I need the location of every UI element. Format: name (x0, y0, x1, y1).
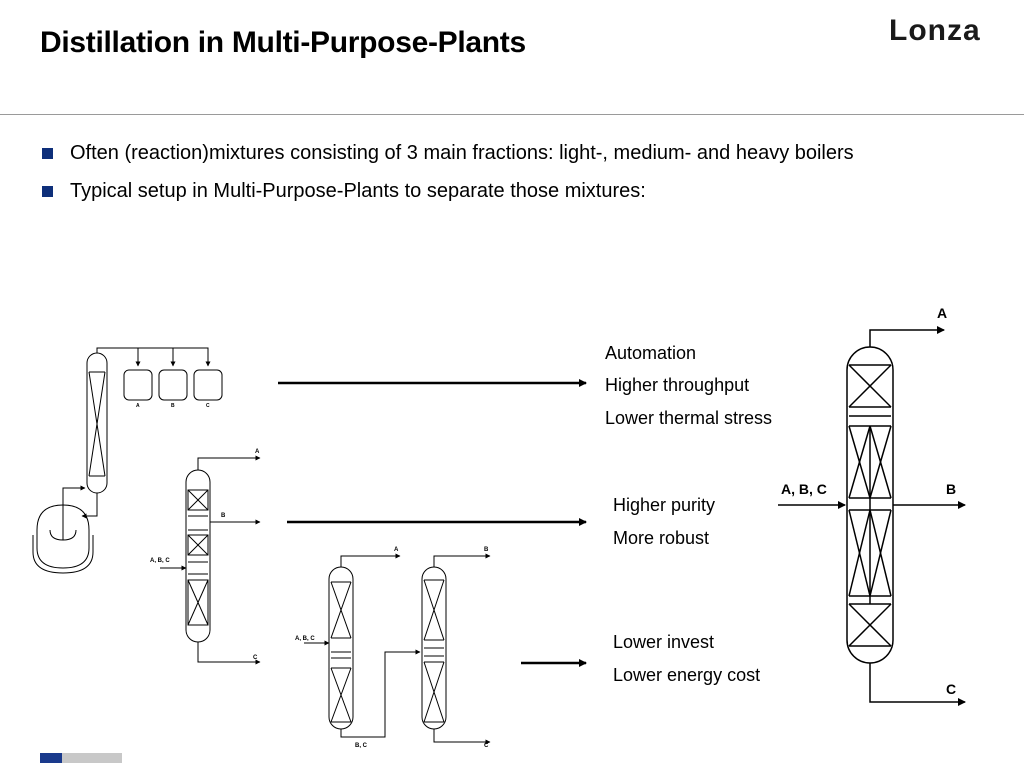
column2-bottom-label-c: C (253, 655, 258, 661)
continuous-column-setup (160, 455, 261, 665)
benefit-lower-energy-cost: Lower energy cost (613, 665, 761, 685)
benefit-higher-purity: Higher purity (613, 495, 716, 515)
bullet-square-icon (42, 148, 53, 159)
column2-side-label-b: B (221, 513, 226, 519)
batch-distillation-setup (32, 347, 223, 574)
footer-bar-dark (40, 753, 62, 763)
bullet-square-icon (42, 186, 53, 197)
dwc-bottom-label-c: C (946, 681, 956, 697)
page-title: Distillation in Multi-Purpose-Plants (40, 26, 526, 59)
column2-feed-label-abc: A, B, C (150, 558, 170, 564)
bullet-item: Typical setup in Multi-Purpose-Plants to… (40, 177, 854, 215)
benefit-automation: Automation (605, 343, 697, 363)
dwc-side-label-b: B (946, 481, 956, 497)
benefit-lower-thermal-stress: Lower thermal stress (605, 408, 773, 428)
receiver-label-b: B (171, 403, 175, 409)
column3b-top-label-b: B (484, 547, 489, 553)
bullet-item: Often (reaction)mixtures consisting of 3… (40, 139, 854, 177)
receiver-label-c: C (206, 403, 210, 409)
bullet-text: Typical setup in Multi-Purpose-Plants to… (70, 180, 646, 202)
column3a-feed-label-abc: A, B, C (295, 636, 315, 642)
footer-bar-light (62, 753, 122, 763)
column3a-top-label-a: A (394, 547, 399, 553)
column3b-bottom-label-c: C (484, 743, 489, 749)
header-divider (0, 114, 1024, 115)
dwc-top-label-a: A (937, 305, 947, 321)
bullet-text: Often (reaction)mixtures consisting of 3… (70, 142, 854, 164)
dividing-wall-column (778, 326, 966, 706)
bullet-list: Often (reaction)mixtures consisting of 3… (40, 139, 854, 215)
receiver-label-a: A (136, 403, 140, 409)
benefit-arrows (278, 379, 587, 667)
two-column-setup (304, 553, 491, 745)
column2-top-label-a: A (255, 449, 260, 455)
benefit-more-robust: More robust (613, 528, 710, 548)
benefit-higher-throughput: Higher throughput (605, 375, 750, 395)
column3-bottom-label-bc: B, C (355, 743, 368, 749)
dwc-feed-label-abc: A, B, C (781, 481, 827, 497)
benefit-lower-invest: Lower invest (613, 632, 715, 652)
lonza-logo: Lonza (889, 14, 981, 47)
